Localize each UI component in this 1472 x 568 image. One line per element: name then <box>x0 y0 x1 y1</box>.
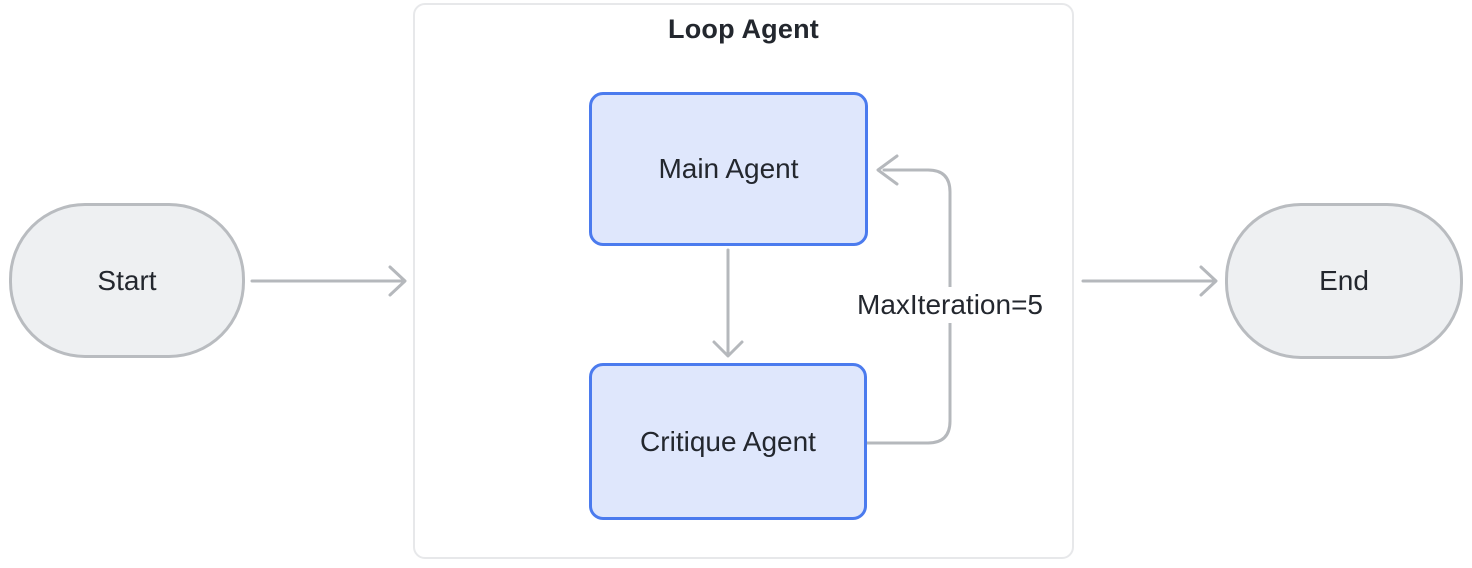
edge-start-to-loop <box>250 265 407 297</box>
arrowhead-right-icon <box>1199 265 1218 297</box>
main-agent-node: Main Agent <box>589 92 868 246</box>
start-node: Start <box>9 203 245 358</box>
end-node-label: End <box>1319 265 1369 296</box>
end-node: End <box>1225 203 1463 359</box>
edge-loop-to-end <box>1081 265 1218 297</box>
main-agent-label: Main Agent <box>658 153 799 184</box>
loop-agent-title: Loop Agent <box>668 14 819 44</box>
arrowhead-right-icon <box>388 265 407 297</box>
loop-iteration-label: MaxIteration=5 <box>851 287 1049 323</box>
critique-agent-label: Critique Agent <box>640 425 816 457</box>
start-node-label: Start <box>97 264 157 296</box>
critique-agent-node: Critique Agent <box>589 363 867 520</box>
